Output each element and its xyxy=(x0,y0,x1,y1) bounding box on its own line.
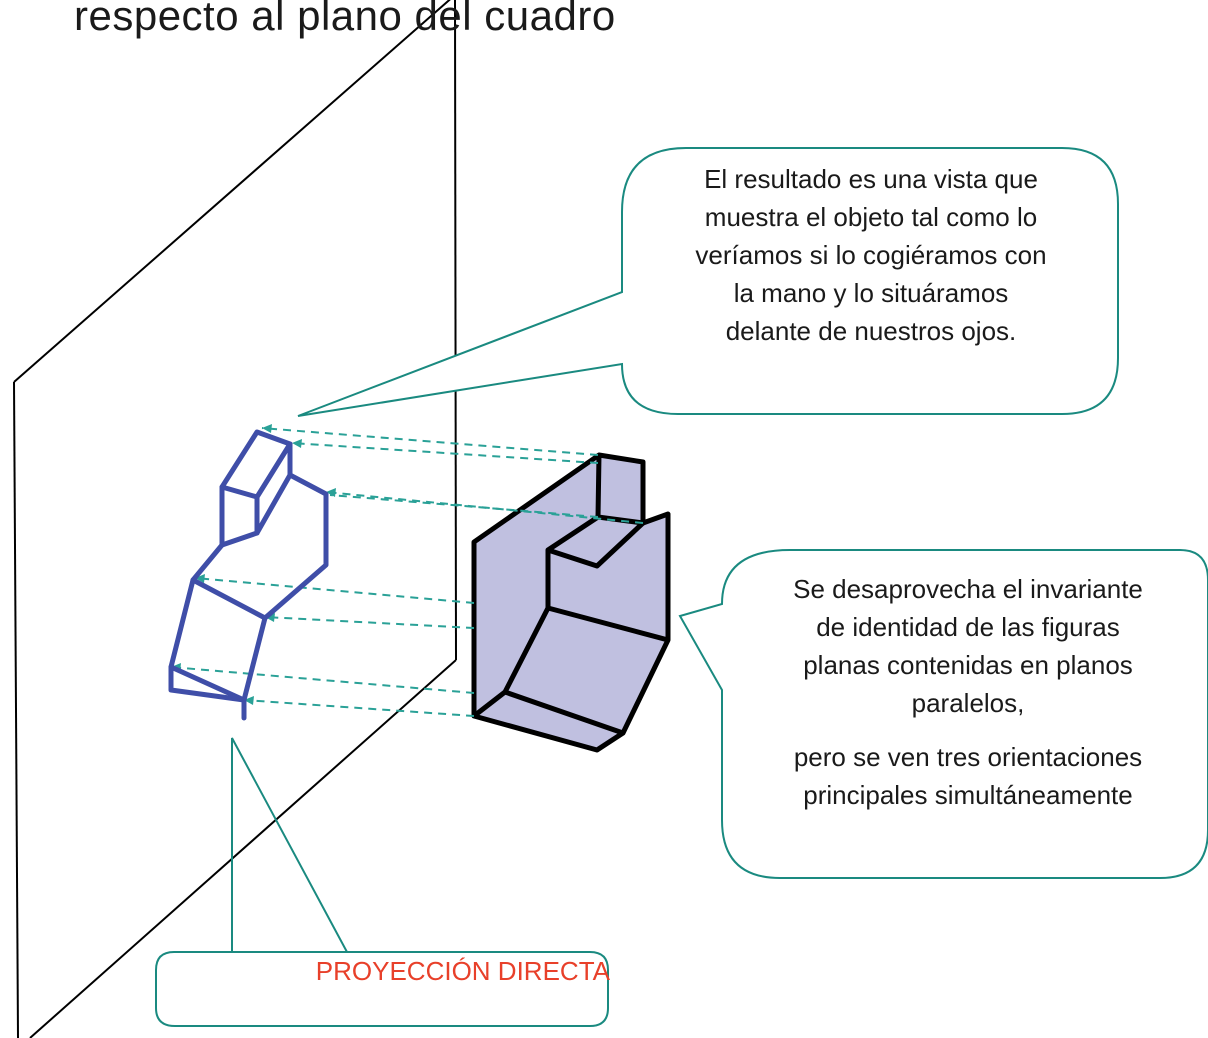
right-callout-line: de identidad de las figuras xyxy=(816,612,1120,642)
right-callout-line: principales simultáneamente xyxy=(803,780,1133,810)
top-callout-line: El resultado es una vista que xyxy=(704,164,1038,194)
top-callout-line: delante de nuestros ojos. xyxy=(725,316,1017,346)
projection-lines xyxy=(170,427,644,717)
top-callout-line: muestra el objeto tal como lo xyxy=(704,202,1038,232)
top-callout-bubble xyxy=(297,147,1119,417)
top-callout-line: veríamos si lo cogiéramos con xyxy=(695,240,1047,270)
projected-view xyxy=(168,429,329,721)
slide-title: respecto al plano del cuadro xyxy=(74,0,616,39)
right-callout-line: planas contenidas en planos xyxy=(803,650,1133,680)
right-callout-text: Se desaprovecha el invariante de identid… xyxy=(728,570,1208,814)
direct-projection-label: PROYECCIÓN DIRECTA xyxy=(315,956,610,986)
solid-object xyxy=(471,452,671,753)
right-callout-line: Se desaprovecha el invariante xyxy=(793,574,1143,604)
right-callout-line: pero se ven tres orientaciones xyxy=(793,742,1143,772)
arrowheads xyxy=(171,424,336,705)
right-callout-line: paralelos, xyxy=(911,688,1025,718)
bottom-callout-bubble xyxy=(155,737,609,1027)
top-callout-text: El resultado es una vista que muestra el… xyxy=(626,160,1116,350)
top-callout-line: la mano y lo situáramos xyxy=(733,278,1009,308)
picture-plane xyxy=(13,0,457,1038)
